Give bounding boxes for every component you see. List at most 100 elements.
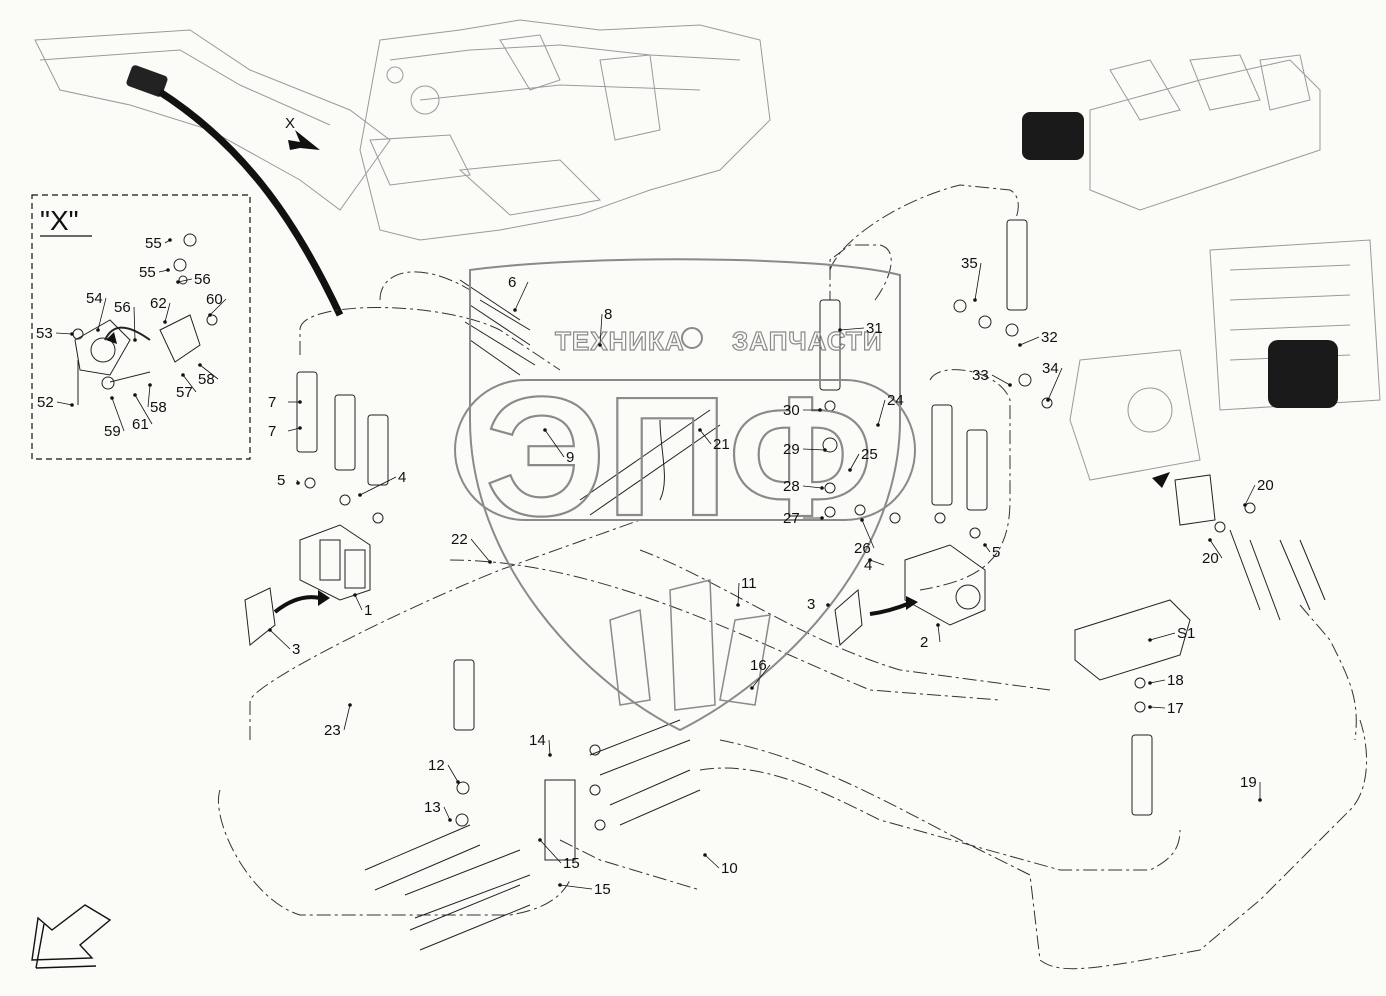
- callout-label: 8: [604, 306, 612, 323]
- leader-dot: [598, 343, 602, 347]
- leader-dot: [838, 328, 842, 332]
- leader-line: [1047, 367, 1063, 401]
- leader-dot: [1018, 343, 1022, 347]
- callout-label: 33: [972, 367, 989, 384]
- callout-label: 55: [145, 235, 162, 252]
- leader-dot: [876, 423, 880, 427]
- leader-dot: [298, 400, 302, 404]
- callout-label: 17: [1167, 700, 1184, 717]
- leader-line: [1149, 679, 1166, 684]
- callout-label: 31: [866, 320, 883, 337]
- callout-label: 14: [529, 732, 546, 749]
- leader-dot: [750, 686, 754, 690]
- leader-line: [147, 384, 151, 408]
- gear-icon: [681, 327, 703, 349]
- callout-label: 34: [1042, 360, 1059, 377]
- leader-dot: [826, 603, 830, 607]
- leader-line: [177, 278, 193, 283]
- callout-label: 53: [36, 325, 53, 342]
- callout-label: 5: [992, 544, 1000, 561]
- callout-label: 2: [920, 634, 928, 651]
- leader-line: [1149, 706, 1166, 709]
- callout-label: 4: [864, 557, 872, 574]
- callout-label: 25: [861, 446, 878, 463]
- dashed-loops: [218, 184, 1368, 970]
- leader-dot: [166, 268, 170, 272]
- leader-line: [974, 262, 982, 301]
- callout-label: 58: [198, 371, 215, 388]
- view-arrow-x: [288, 130, 320, 150]
- black-arrows: [273, 472, 1170, 616]
- leader-line: [354, 594, 363, 611]
- leader-dot: [820, 486, 824, 490]
- callout-label: 11: [741, 575, 757, 592]
- leader-line: [849, 453, 860, 471]
- leader-line: [443, 806, 451, 821]
- leader-dot: [1046, 398, 1050, 402]
- leader-line: [111, 397, 125, 432]
- leader-line: [343, 704, 351, 731]
- callout-label: S1: [1177, 625, 1195, 642]
- leader-line: [599, 313, 603, 346]
- leader-dot: [558, 883, 562, 887]
- leader-dot: [868, 558, 872, 562]
- leader-dot: [820, 516, 824, 520]
- leader-dot: [538, 838, 542, 842]
- black-block-right: [1268, 340, 1338, 408]
- leader-dot: [860, 518, 864, 522]
- callout-label: 4: [398, 469, 406, 486]
- watermark: ЭПФ ТЕХНИКА ЗАПЧАСТИ: [454, 258, 916, 732]
- callout-label: 7: [268, 423, 276, 440]
- black-block-top: [1022, 112, 1084, 160]
- leader-dot: [698, 428, 702, 432]
- leader-dot: [296, 481, 300, 485]
- callout-label: 59: [104, 423, 121, 440]
- callout-label: 1: [364, 602, 372, 619]
- leader-dot: [133, 338, 137, 342]
- callout-label: 12: [428, 757, 445, 774]
- callout-label: 55: [139, 264, 156, 281]
- callout-label: 15: [594, 881, 611, 898]
- callout-label: 24: [887, 392, 904, 409]
- watermark-brand: ЭПФ: [485, 362, 873, 552]
- leader-line: [539, 839, 562, 864]
- callout-label: 3: [292, 641, 300, 658]
- leader-dot: [736, 603, 740, 607]
- leader-dot: [176, 280, 180, 284]
- leader-dot: [1148, 681, 1152, 685]
- leader-line: [877, 399, 886, 426]
- machine-outline: [34, 19, 771, 241]
- leader-line: [1019, 336, 1040, 346]
- leader-dot: [110, 396, 114, 400]
- callout-label: 58: [150, 399, 167, 416]
- leader-line: [97, 297, 107, 331]
- callout-label: 28: [783, 478, 800, 495]
- callout-label: 56: [114, 299, 131, 316]
- callout-label: 21: [713, 436, 730, 453]
- leader-dot: [818, 408, 822, 412]
- leader-line: [861, 519, 875, 549]
- callout-label: 26: [854, 540, 871, 557]
- watermark-left-word: ТЕХНИКА: [555, 326, 685, 356]
- leader-dot: [456, 780, 460, 784]
- callout-label: 20: [1202, 550, 1219, 567]
- callout-label: 22: [451, 531, 468, 548]
- leader-dot: [70, 403, 74, 407]
- callout-label: 60: [206, 291, 223, 308]
- leader-line: [802, 485, 823, 489]
- leader-dot: [96, 328, 100, 332]
- leader-line: [699, 429, 712, 445]
- callout-label: 5: [277, 472, 285, 489]
- leader-dot: [133, 393, 137, 397]
- leader-line: [991, 374, 1011, 386]
- leader-dot: [148, 383, 152, 387]
- leader-line: [559, 884, 593, 890]
- leader-line: [287, 427, 301, 432]
- leader-line: [164, 302, 171, 323]
- detail-view-parts: [72, 233, 218, 405]
- leader-dot: [488, 560, 492, 564]
- callout-label: 23: [324, 722, 341, 739]
- fittings: [304, 299, 1256, 861]
- long-curved-arrow: [158, 89, 344, 317]
